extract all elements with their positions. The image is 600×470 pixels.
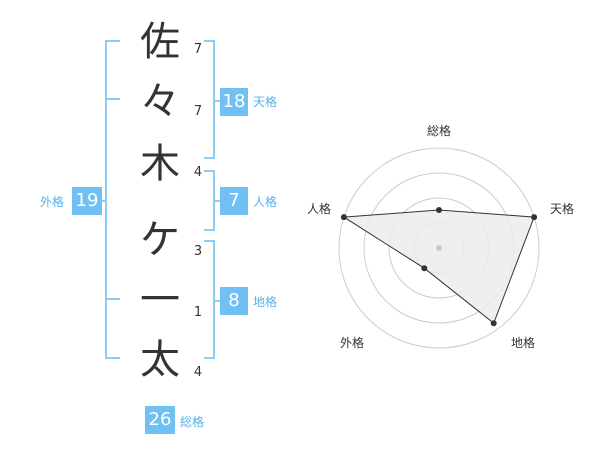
radar-point-4	[421, 265, 428, 272]
radar-axis-label-jinkaku: 人格	[307, 202, 332, 216]
radar-points	[340, 207, 538, 327]
radar-series-polygon	[342, 209, 535, 325]
radar-axis-label-tenkaku: 天格	[550, 202, 575, 216]
tenkaku-bracket	[204, 40, 215, 159]
radar-point-5	[340, 214, 347, 221]
tenkaku-value-badge: 18	[220, 88, 248, 116]
stroke-count-2: 7	[193, 104, 203, 119]
jinkaku-label: 人格	[253, 195, 278, 209]
radar-point-2	[531, 214, 538, 221]
name-char-1: 佐	[140, 19, 180, 65]
name-char-5: 一	[140, 277, 180, 323]
gaikaku-label: 外格	[40, 195, 65, 209]
radar-axis-label-gaikaku: 外格	[340, 336, 365, 350]
stroke-count-6: 4	[193, 365, 203, 380]
radar-point-3	[490, 320, 497, 327]
name-char-4: ケ	[140, 217, 180, 263]
tenkaku-label: 天格	[253, 95, 278, 109]
stroke-count-5: 1	[193, 305, 203, 320]
soukaku-value-badge: 26	[145, 406, 175, 434]
chikaku-label: 地格	[253, 295, 278, 309]
name-char-2: 々	[140, 79, 180, 125]
name-char-6: 太	[140, 337, 180, 383]
stroke-count-3: 4	[193, 165, 203, 180]
radar-point-1	[436, 207, 442, 213]
radar-axis-label-soukaku: 総格	[427, 124, 452, 138]
stroke-count-4: 3	[193, 244, 203, 259]
chikaku-bracket	[204, 240, 215, 359]
jinkaku-value-badge: 7	[220, 187, 248, 215]
gaikaku-value-badge: 19	[72, 187, 102, 215]
radar-center-dot	[436, 245, 442, 251]
soukaku-label: 総格	[180, 415, 205, 429]
radar-axis-label-chikaku: 地格	[511, 336, 536, 350]
stroke-count-1: 7	[193, 42, 203, 57]
radar-grid-ring	[338, 147, 540, 349]
chikaku-value-badge: 8	[220, 287, 248, 315]
name-char-3: 木	[140, 141, 180, 187]
gaikaku-bracket	[105, 40, 120, 359]
